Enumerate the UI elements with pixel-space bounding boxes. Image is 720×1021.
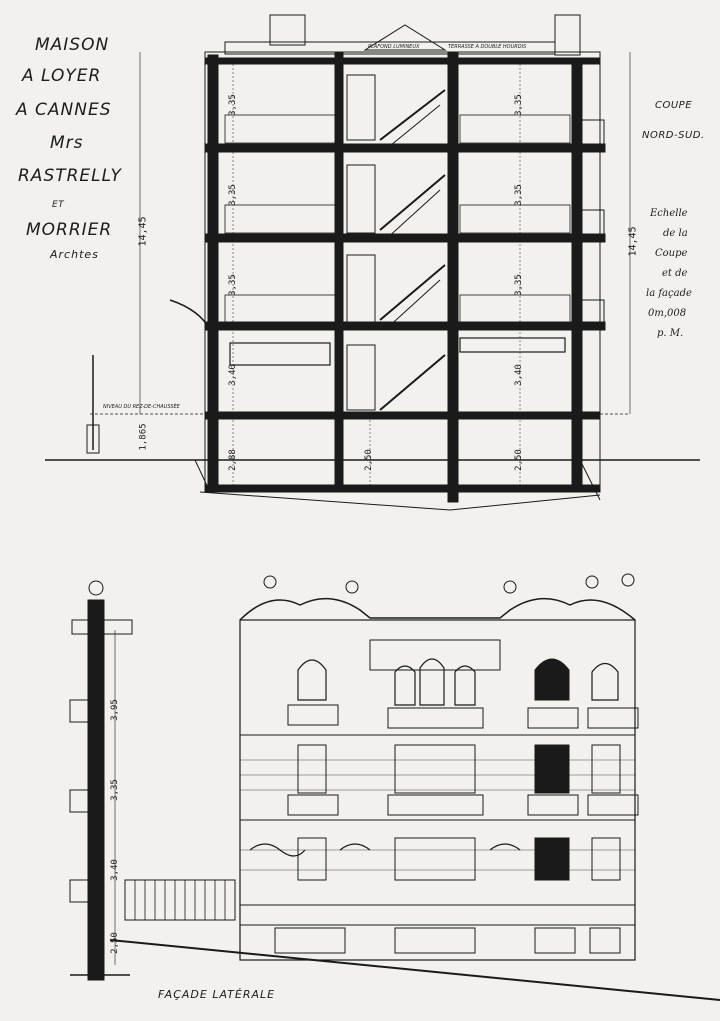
dim-elevation-4: 2,50	[109, 932, 120, 954]
dim-section-base-low: 2,88	[227, 449, 238, 471]
dim-right-floor-1: 3,35	[513, 94, 524, 116]
roof-label-left: PLAFOND LUMINEUX	[368, 44, 420, 50]
dim-section-floor-4: 3,40	[227, 364, 238, 386]
title-line-8: Archtes	[50, 248, 99, 261]
title-line-5: RASTRELLY	[18, 166, 122, 186]
scale-note-line-2: de la	[663, 228, 688, 239]
scale-note-line-1: Echelle	[650, 208, 688, 219]
dim-right-floor-3: 3,35	[513, 274, 524, 296]
dim-overall-right: 14,45	[627, 226, 639, 257]
dim-overall-left: 14,45	[137, 216, 149, 247]
title-line-7: MORRIER	[26, 220, 113, 240]
scale-note-line-3: Coupe	[655, 248, 688, 259]
dim-elevation-1: 3,95	[109, 699, 120, 721]
dim-section-base-mid: 2,50	[363, 449, 374, 471]
side-profile-drawing	[69, 580, 133, 981]
dim-elevation-3: 3,40	[109, 859, 120, 881]
dim-section-floor-2: 3,35	[227, 184, 238, 206]
title-line-1: MAISON	[35, 35, 110, 55]
dim-right-floor-4: 3,40	[513, 364, 524, 386]
dim-right-base: 2,50	[513, 449, 524, 471]
ground-level-label: NIVEAU DU REZ-DE-CHAUSSÉE	[103, 404, 180, 410]
title-line-3: A CANNES	[16, 100, 112, 120]
dim-base-left: 1,865	[138, 423, 149, 451]
dim-elevation-2: 3,35	[109, 779, 120, 801]
dim-section-floor-1: 3,35	[227, 94, 238, 116]
section-drawing	[45, 14, 700, 511]
scale-note-line-7: p. M.	[657, 328, 684, 339]
facade-drawing	[109, 573, 720, 1001]
title-line-4: Mrs	[50, 133, 84, 153]
scale-note-line-5: la façade	[646, 288, 692, 299]
title-line-2: A LOYER	[22, 66, 102, 86]
section-title-line-1: COUPE	[655, 100, 693, 111]
facade-caption: FAÇADE LATÉRALE	[158, 988, 276, 1001]
section-title-line-2: NORD-SUD.	[642, 130, 705, 141]
roof-label-right: TERRASSE A DOUBLE HOURDIS	[448, 44, 527, 50]
dim-section-floor-3: 3,35	[227, 274, 238, 296]
scale-note-line-4: et de	[662, 268, 688, 279]
title-line-6: ET	[52, 200, 65, 210]
scale-note-line-6: 0m,008	[648, 308, 687, 319]
dim-right-floor-2: 3,35	[513, 184, 524, 206]
